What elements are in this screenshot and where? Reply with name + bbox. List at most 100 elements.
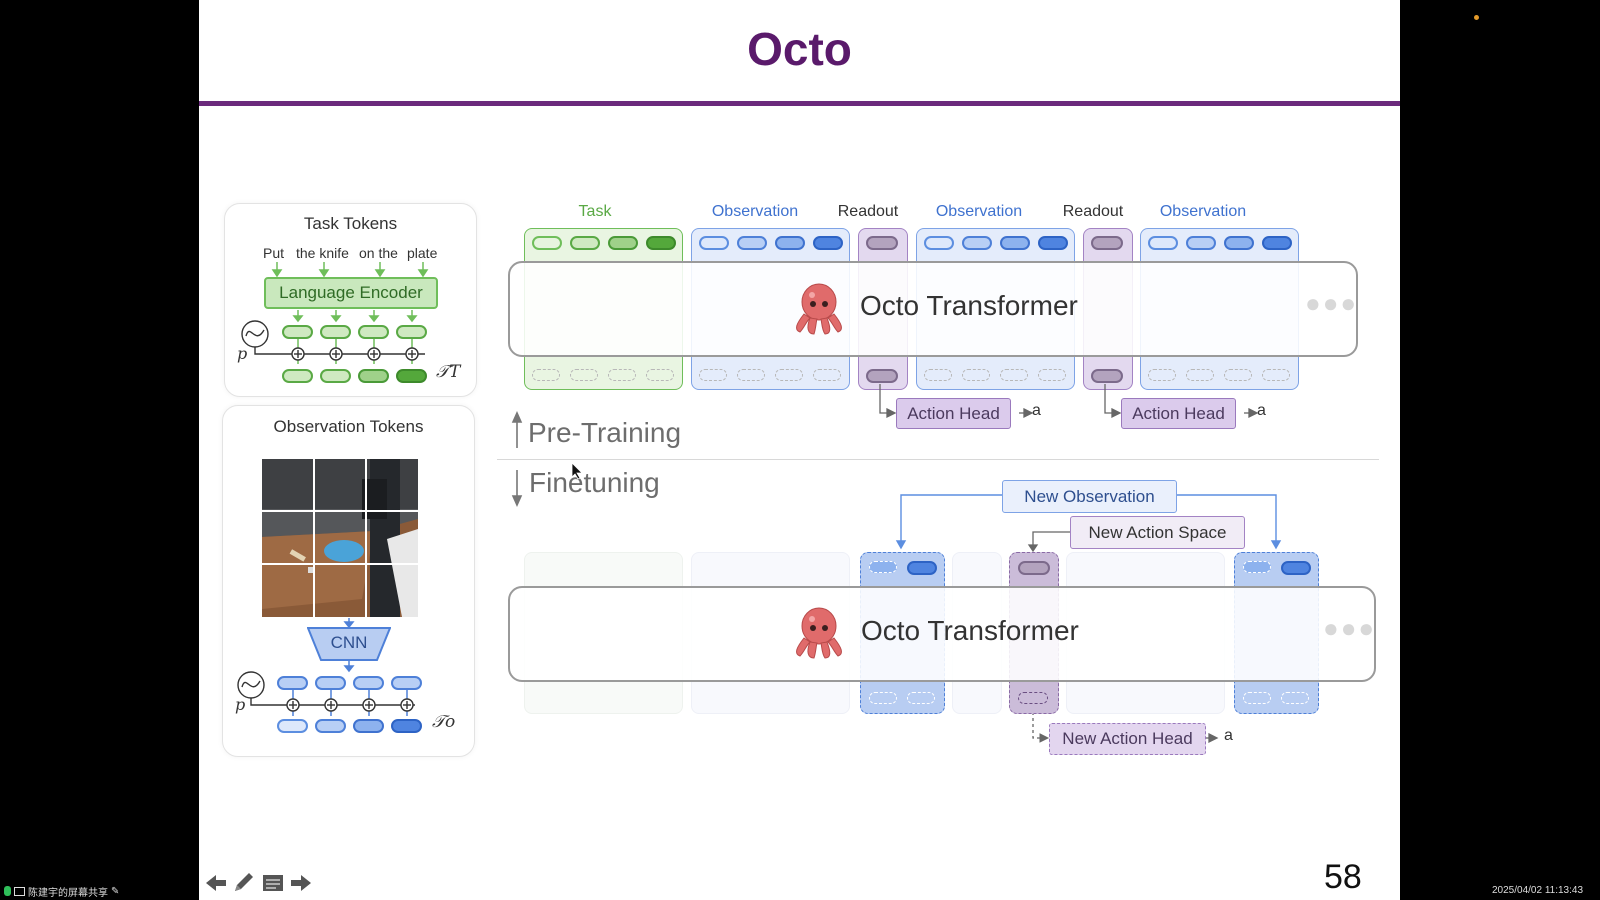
- action-output-2: a: [1257, 402, 1266, 419]
- obs-token-symbol: 𝒯o: [432, 712, 456, 732]
- obs-input-token: [775, 236, 805, 250]
- obs-token: [315, 719, 346, 733]
- obs-embed-token: [353, 676, 384, 690]
- new-obs-output-token: [869, 692, 897, 704]
- obs-input-token: [962, 236, 992, 250]
- readout-output-token: [866, 369, 898, 383]
- datetime-display: 2025/04/02 11:13:43: [1492, 885, 1584, 896]
- task-input-token: [570, 236, 600, 250]
- group-label-observation-1: Observation: [711, 203, 799, 220]
- new-action-head-box: New Action Head: [1049, 723, 1206, 755]
- octo-transformer-finetuning: [508, 586, 1376, 682]
- task-output-token: [532, 369, 560, 381]
- group-label-task: Task: [578, 203, 612, 220]
- new-obs-output-token: [1281, 692, 1309, 704]
- task-token-symbol: 𝒯T: [436, 362, 461, 382]
- prev-slide-button[interactable]: [204, 873, 228, 893]
- group-label-observation-2: Observation: [935, 203, 1023, 220]
- obs-input-token: [1224, 236, 1254, 250]
- new-obs-output-token: [1243, 692, 1271, 704]
- task-token: [358, 369, 389, 383]
- group-label-readout-1: Readout: [837, 203, 899, 220]
- edit-pencil-icon: ✎: [111, 885, 120, 897]
- action-output-1: a: [1032, 402, 1041, 419]
- screen-share-indicator[interactable]: 陈建宇的屏幕共享 ✎: [4, 884, 120, 899]
- page-number: 58: [1324, 858, 1362, 896]
- new-obs-input-token: [1281, 561, 1311, 575]
- obs-input-token: [1186, 236, 1216, 250]
- mouse-cursor-icon: [571, 462, 583, 485]
- octopus-icon: [790, 604, 848, 662]
- obs-input-token: [1262, 236, 1292, 250]
- obs-position-label: p: [235, 695, 246, 714]
- robot-scene-image: [262, 459, 418, 617]
- obs-output-token: [775, 369, 803, 381]
- pen-tool-button[interactable]: [231, 871, 255, 895]
- new-readout-output-token: [1018, 692, 1048, 704]
- new-obs-output-token: [907, 692, 935, 704]
- task-word-3: on the: [359, 245, 398, 261]
- language-encoder-box: Language Encoder: [264, 277, 438, 309]
- screen-share-icon: [14, 886, 25, 896]
- group-label-observation-3: Observation: [1159, 203, 1247, 220]
- slide-title: Octo: [747, 23, 852, 75]
- new-obs-input-token: [869, 561, 897, 573]
- task-token: [396, 369, 427, 383]
- microphone-icon: [4, 886, 11, 896]
- new-obs-input-token: [1243, 561, 1271, 573]
- task-token: [282, 369, 313, 383]
- task-word-4: plate: [407, 245, 438, 261]
- obs-embed-token: [315, 676, 346, 690]
- obs-output-token: [1262, 369, 1290, 381]
- obs-embed-token: [391, 676, 422, 690]
- readout-input-token: [866, 236, 898, 250]
- obs-output-token: [699, 369, 727, 381]
- finetuning-phase-label: Finetuning: [529, 467, 660, 498]
- obs-token: [353, 719, 384, 733]
- task-token: [320, 369, 351, 383]
- obs-input-token: [737, 236, 767, 250]
- task-output-token: [608, 369, 636, 381]
- transformer-label-pretraining: Octo Transformer: [860, 290, 1078, 321]
- finetune-connectors: [895, 494, 1282, 744]
- slide-menu-button[interactable]: [262, 874, 284, 892]
- obs-input-token: [1148, 236, 1178, 250]
- task-position-label: p: [237, 344, 248, 363]
- ellipsis-dots: ●●●: [1323, 613, 1377, 643]
- cnn-label: CNN: [330, 633, 368, 652]
- octo-transformer-pretraining: [508, 261, 1358, 357]
- obs-output-token: [737, 369, 765, 381]
- obs-output-token: [1186, 369, 1214, 381]
- cnn-trapezoid: [307, 627, 391, 661]
- new-action-output: a: [1224, 727, 1233, 744]
- action-head-2: Action Head: [1121, 398, 1236, 429]
- task-embed-token: [358, 325, 389, 339]
- obs-input-token: [813, 236, 843, 250]
- obs-input-token: [924, 236, 954, 250]
- phase-divider: [497, 459, 1379, 460]
- new-action-space-box: New Action Space: [1070, 516, 1245, 549]
- screen-share-label: 陈建宇的屏幕共享: [28, 887, 108, 899]
- obs-output-token: [813, 369, 841, 381]
- obs-embed-token: [277, 676, 308, 690]
- new-obs-input-token: [907, 561, 937, 575]
- task-input-token: [532, 236, 562, 250]
- readout-input-token: [1091, 236, 1123, 250]
- readout-output-token: [1091, 369, 1123, 383]
- task-word-2: the knife: [296, 245, 349, 261]
- task-embed-token: [396, 325, 427, 339]
- status-dot-icon: [1474, 15, 1479, 20]
- action-head-1: Action Head: [896, 398, 1011, 429]
- title-rule: [199, 101, 1400, 106]
- obs-output-token: [1148, 369, 1176, 381]
- next-slide-button[interactable]: [289, 873, 313, 893]
- observation-diagram-lines: [237, 618, 415, 716]
- pretraining-phase-label: Pre-Training: [528, 417, 682, 448]
- task-input-token: [646, 236, 676, 250]
- task-tokens-panel: Task Tokens Put the knife on the plate: [224, 203, 477, 397]
- obs-input-token: [1000, 236, 1030, 250]
- obs-output-token: [1224, 369, 1252, 381]
- obs-token: [391, 719, 422, 733]
- task-output-token: [570, 369, 598, 381]
- obs-output-token: [1038, 369, 1066, 381]
